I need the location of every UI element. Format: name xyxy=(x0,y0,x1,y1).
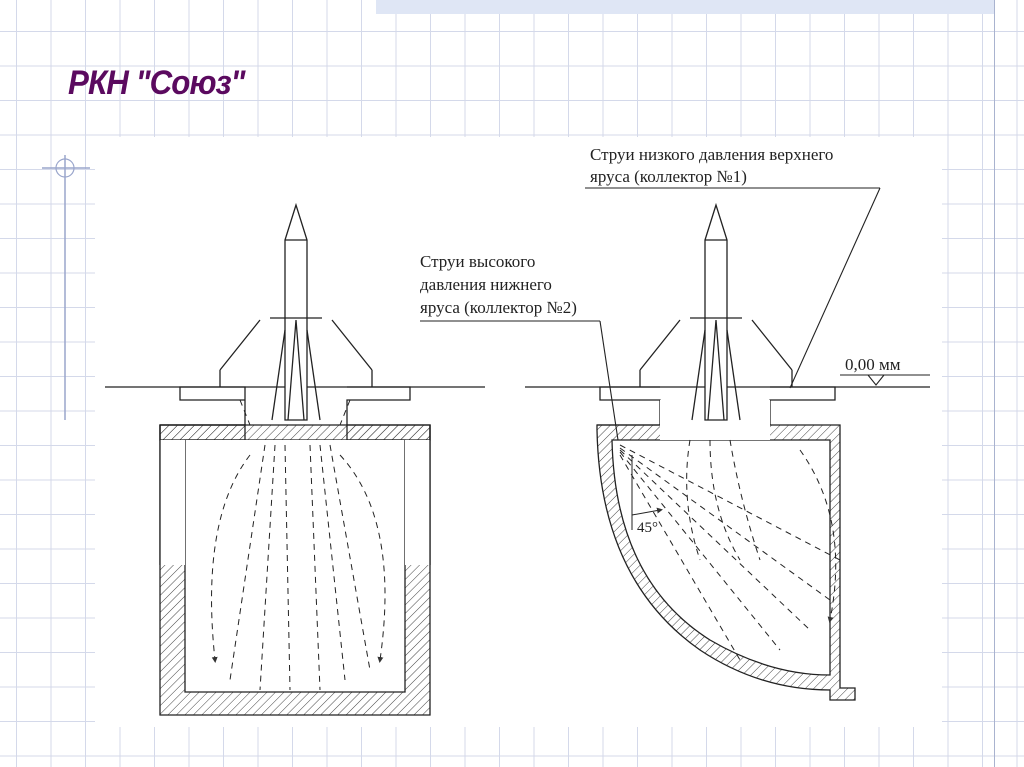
rocket-right xyxy=(704,202,728,421)
rocket-left xyxy=(284,202,308,421)
slide-right-rule xyxy=(994,0,995,767)
label-lower-jets-line2: давления нижнего xyxy=(420,275,552,294)
label-upper-jets-line1: Струи низкого давления верхнего xyxy=(590,145,833,164)
leader-lines xyxy=(420,187,930,441)
angle-label: 45° xyxy=(637,520,658,536)
slide-title: РКН "Союз" xyxy=(68,64,245,102)
crosshair-decoration xyxy=(42,155,90,420)
slide-top-bar xyxy=(376,0,994,14)
label-lower-jets-line3: яруса (коллектор №2) xyxy=(420,298,577,317)
level-label: 0,00 мм xyxy=(845,355,901,374)
label-upper-jets-line2: яруса (коллектор №1) xyxy=(590,167,747,186)
label-lower-jets-line1: Струи высокого xyxy=(420,252,535,271)
right-launch-pad xyxy=(525,202,930,701)
left-launch-pad xyxy=(105,202,485,716)
